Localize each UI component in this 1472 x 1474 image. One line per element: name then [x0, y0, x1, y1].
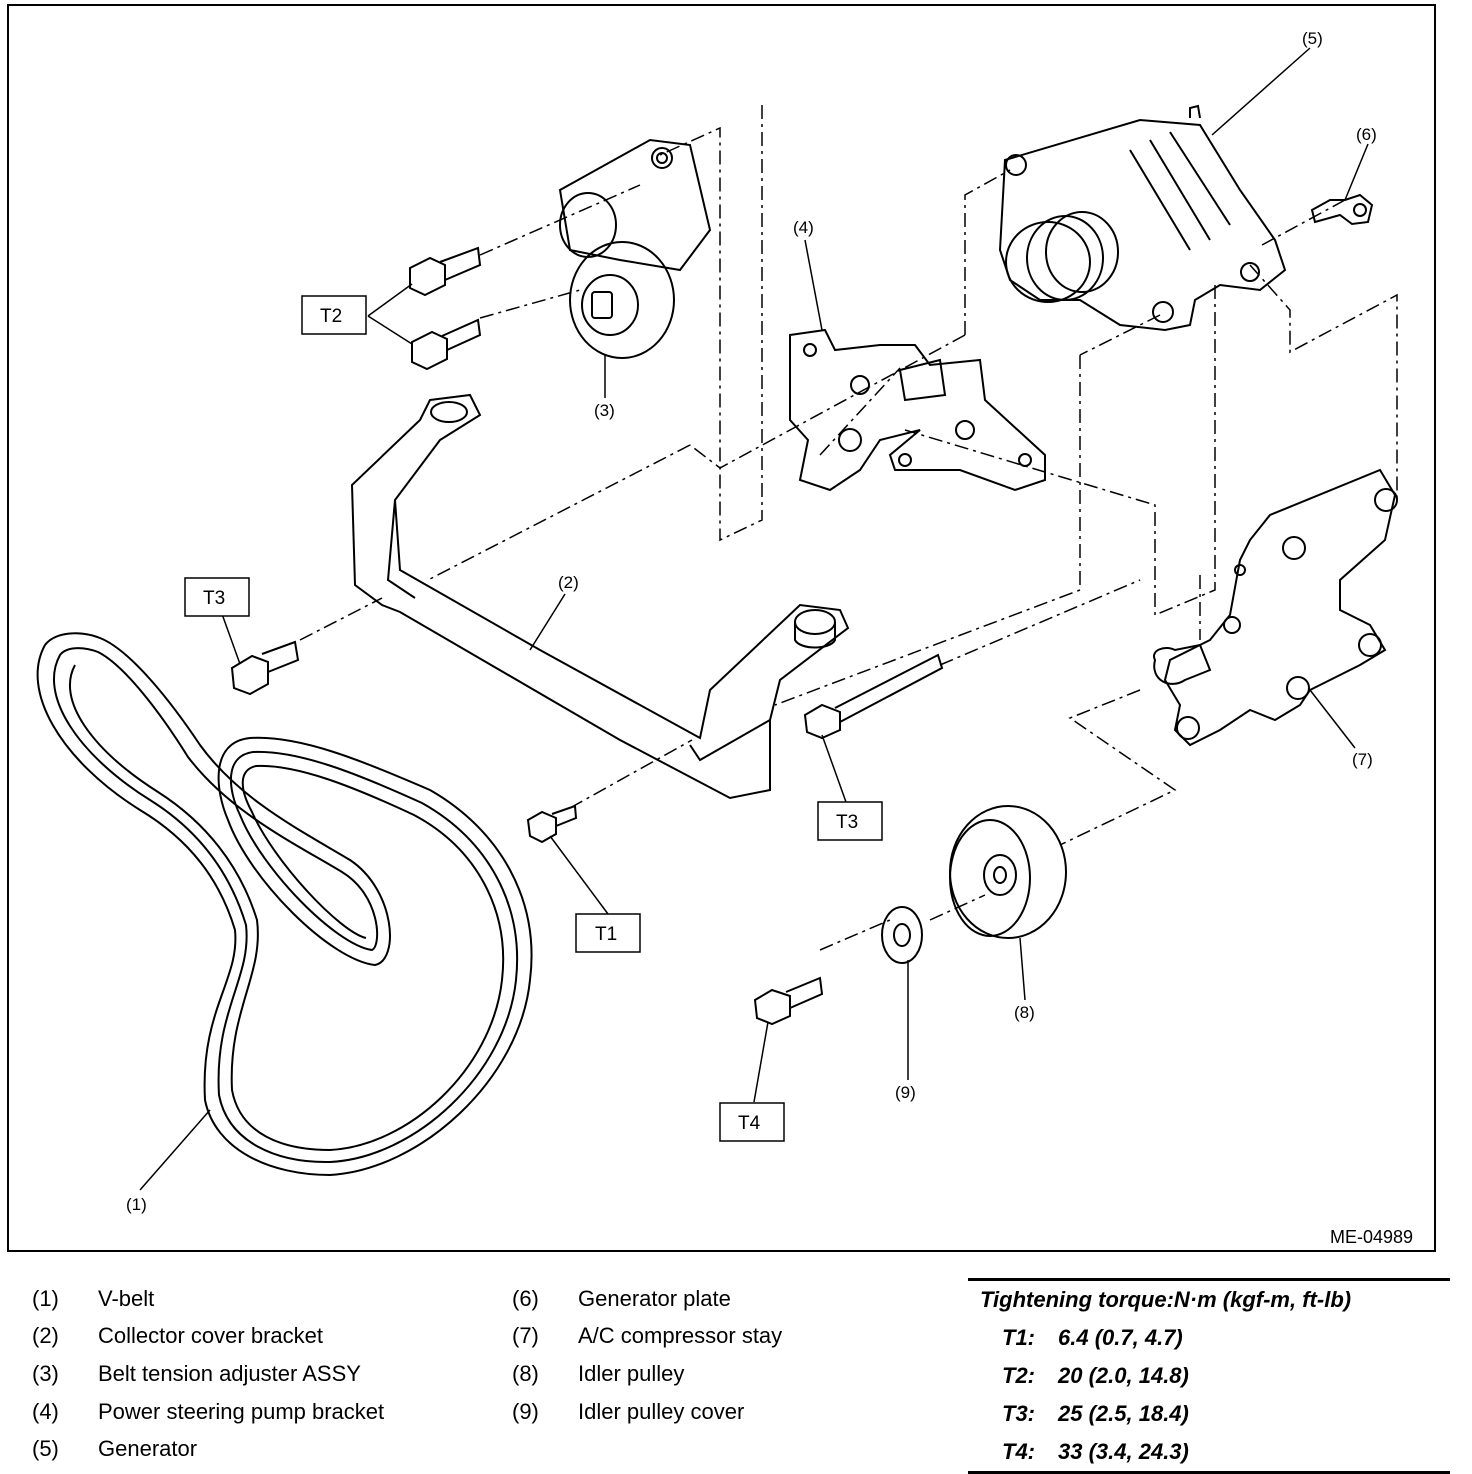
svg-text:T1: T1: [595, 924, 617, 945]
legend-number: (1): [32, 1286, 59, 1311]
torque-box-t4: T4: [719, 1102, 785, 1142]
legend-number: (3): [32, 1361, 59, 1386]
torque-value: 25 (2.5, 18.4): [1058, 1401, 1189, 1426]
callout-8: (8): [1014, 1003, 1035, 1022]
svg-text:T3: T3: [836, 812, 858, 833]
legend-label: Idler pulley: [578, 1361, 685, 1386]
legend-number: (7): [512, 1323, 539, 1348]
callout-1: (1): [126, 1195, 147, 1214]
power-steering-pump-bracket: [789, 328, 1046, 492]
diagram-frame: [7, 4, 1436, 1252]
torque-table-title: Tightening torque:N·m (kgf-m, ft-lb): [980, 1287, 1352, 1312]
legend-number: (6): [512, 1286, 539, 1311]
torque-key: T2:: [1002, 1363, 1035, 1388]
idler-pulley-cover: [881, 906, 923, 964]
legend-number: (5): [32, 1436, 59, 1461]
svg-text:T4: T4: [738, 1113, 761, 1134]
torque-box-t2: T2: [301, 295, 367, 335]
legend-label: Power steering pump bracket: [98, 1399, 385, 1424]
callout-7: (7): [1352, 750, 1373, 769]
torque-key: T3:: [1002, 1401, 1035, 1426]
ac-compressor-stay: [1153, 468, 1398, 747]
torque-box-t1: T1: [575, 913, 641, 953]
t4-bolt: [753, 976, 824, 1026]
t1-bolt: [526, 804, 578, 844]
callout-9: (9): [895, 1083, 916, 1102]
generator-plate: [1310, 193, 1374, 226]
callout-2: (2): [558, 573, 579, 592]
torque-box-t3-right: T3: [817, 801, 883, 841]
legend-label: A/C compressor stay: [578, 1323, 783, 1348]
t3-bolt-left: [230, 640, 300, 696]
legend-number: (9): [512, 1399, 539, 1424]
t3-long-bolt: [803, 653, 944, 740]
legend-label: Belt tension adjuster ASSY: [98, 1361, 361, 1386]
torque-key: T1:: [1002, 1325, 1035, 1350]
svg-text:T2: T2: [320, 306, 342, 327]
idler-pulley: [949, 805, 1067, 939]
callout-3: (3): [594, 401, 615, 420]
callout-6: (6): [1356, 125, 1377, 144]
assembly-lines: [299, 105, 1398, 951]
callout-4: (4): [793, 218, 814, 237]
belt-tension-adjuster: [558, 138, 712, 359]
legend-number: (4): [32, 1399, 59, 1424]
legend-number: (2): [32, 1323, 59, 1348]
figure-id: ME-04989: [1330, 1227, 1413, 1247]
legend-label: Collector cover bracket: [98, 1323, 323, 1348]
torque-value: 20 (2.0, 14.8): [1058, 1363, 1189, 1388]
svg-text:T3: T3: [203, 588, 225, 609]
legend-label: Generator plate: [578, 1286, 731, 1311]
collector-cover-bracket: [350, 393, 850, 800]
legend-label: Idler pulley cover: [578, 1399, 745, 1424]
legend-label: V-belt: [98, 1286, 155, 1311]
torque-box-t3-left: T3: [184, 577, 250, 617]
exploded-diagram: (1) (2) (3) (4) (5) (6) (7) (8) (9) T2 T…: [7, 4, 1436, 1252]
torque-table: Tightening torque:N·m (kgf-m, ft-lb) T1:…: [968, 1278, 1450, 1474]
leader-lines: [139, 47, 1369, 1191]
torque-value: 33 (3.4, 24.3): [1058, 1439, 1189, 1464]
torque-key: T4:: [1002, 1439, 1035, 1464]
v-belt: [36, 632, 533, 1177]
legend-number: (8): [512, 1361, 539, 1386]
callout-5: (5): [1302, 29, 1323, 48]
legend-label: Generator: [98, 1436, 198, 1461]
t2-bolts: [409, 246, 482, 371]
torque-value: 6.4 (0.7, 4.7): [1058, 1325, 1183, 1350]
generator: [998, 104, 1287, 332]
